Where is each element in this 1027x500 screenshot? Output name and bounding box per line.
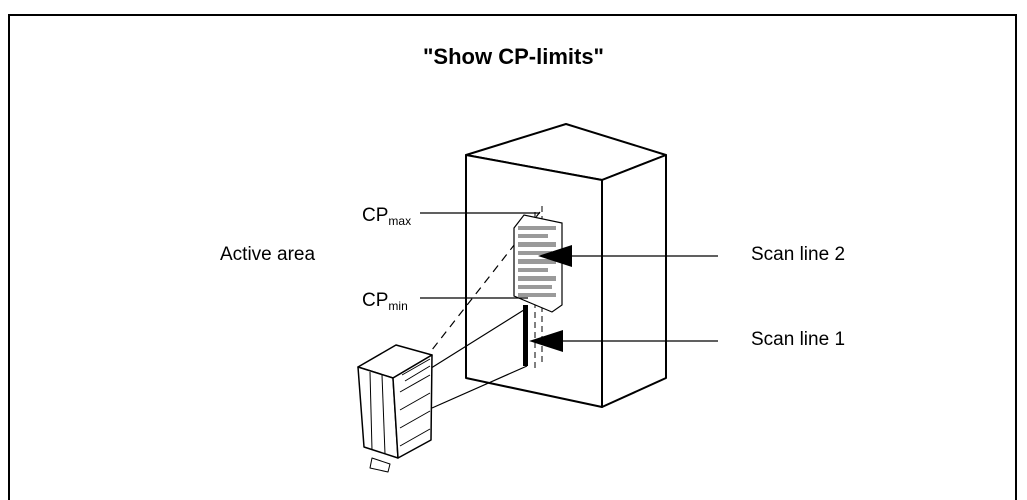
scan-line-2-arrowhead [538,245,572,267]
scanner-stripe [401,358,431,376]
scanner-stripe [399,428,431,447]
scanner-cable [369,457,391,473]
cp-min-label: CPmin [362,290,408,313]
barcode-bar [518,226,556,230]
cp-min-label-base: CP [362,290,389,311]
scanner-stripe [404,365,431,382]
scan-field-lower-edge-2 [431,365,528,409]
active-area-label: Active area [220,244,316,265]
scanner-side-face [392,354,433,459]
scanner-stripe [399,392,431,411]
cp-max-label: CPmax [362,205,411,228]
cp-max-label-base: CP [362,205,389,226]
scanner-stripe [399,410,431,429]
box-right-face [601,154,667,408]
scanner-stripe [369,371,373,451]
scan-line-1-arrowhead [529,330,563,352]
barcode-label [513,214,563,313]
arrowheads [529,245,572,352]
cp-min-label-sub: min [388,299,408,313]
barcode-bar [518,234,548,238]
scanner-stripe [381,374,386,455]
barcode-bar [518,259,556,264]
barcode-bar [518,293,556,297]
barcode-bar [518,276,556,281]
scanner-device [357,344,433,473]
scan-line-1-bar [523,305,528,366]
scan-line-2-label: Scan line 2 [751,244,846,265]
leader-lines [420,212,718,342]
barcode-bar [518,242,556,247]
barcode-bar [518,268,548,272]
barcode-bar [518,251,552,255]
scanner-stripe [399,374,431,393]
cp-max-label-sub: max [388,214,412,228]
barcode-bar [518,285,552,289]
diagram-frame [8,14,1017,500]
scan-field-lower-edge-1 [427,307,528,371]
diagram-title: "Show CP-limits" [423,44,604,69]
scan-line-1-label: Scan line 1 [751,329,846,350]
box [465,123,667,408]
scanner-front-face [357,366,399,459]
barcode-bars [518,226,556,297]
